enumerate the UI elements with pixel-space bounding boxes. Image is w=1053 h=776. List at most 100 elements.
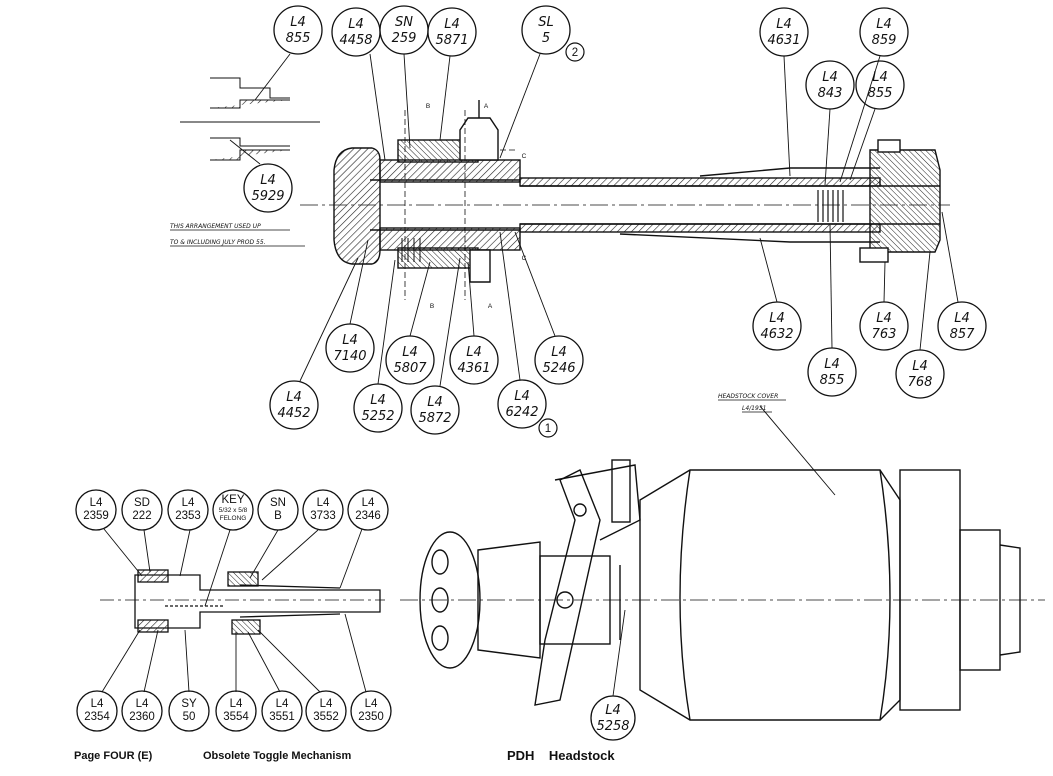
- svg-text:4632: 4632: [760, 327, 793, 342]
- svg-text:L4: L4: [230, 698, 243, 710]
- svg-text:4452: 4452: [277, 406, 310, 421]
- svg-text:50: 50: [183, 711, 196, 723]
- svg-text:4458: 4458: [339, 33, 372, 48]
- svg-text:7140: 7140: [333, 349, 366, 364]
- svg-text:2354: 2354: [84, 711, 110, 723]
- svg-text:L4: L4: [876, 17, 892, 32]
- svg-text:L4: L4: [551, 345, 567, 360]
- svg-text:THIS ARRANGEMENT USED UP: THIS ARRANGEMENT USED UP: [170, 223, 261, 230]
- callout: SNB: [257, 489, 299, 531]
- svg-text:L4: L4: [91, 698, 104, 710]
- svg-text:763: 763: [872, 327, 897, 342]
- svg-text:SL: SL: [538, 15, 554, 30]
- svg-text:L4: L4: [769, 311, 785, 326]
- svg-text:L4/1931: L4/1931: [742, 405, 766, 412]
- svg-text:SD: SD: [134, 497, 150, 509]
- svg-text:SN: SN: [270, 497, 286, 509]
- svg-text:3554: 3554: [223, 711, 249, 723]
- headstock-drawing: [400, 459, 1045, 721]
- leader-lines: [101, 528, 626, 697]
- svg-text:L4: L4: [444, 17, 460, 32]
- svg-text:L4: L4: [317, 497, 330, 509]
- svg-text:3733: 3733: [310, 510, 336, 522]
- svg-text:B: B: [426, 103, 430, 110]
- headstock-title: PDH Headstock: [507, 748, 615, 763]
- svg-text:2: 2: [572, 47, 578, 59]
- svg-text:L4: L4: [90, 497, 103, 509]
- svg-text:FELONG: FELONG: [220, 515, 247, 522]
- svg-text:L4: L4: [348, 17, 364, 32]
- svg-text:855: 855: [286, 31, 311, 46]
- svg-text:L4: L4: [136, 698, 149, 710]
- callout: SL5: [521, 5, 571, 55]
- svg-text:5872: 5872: [418, 411, 451, 426]
- svg-text:KEY: KEY: [221, 494, 244, 506]
- svg-text:859: 859: [872, 33, 897, 48]
- svg-text:5: 5: [542, 31, 550, 46]
- svg-text:SN: SN: [395, 15, 413, 30]
- svg-text:855: 855: [820, 373, 845, 388]
- small-callout: 1: [538, 418, 558, 438]
- svg-text:4631: 4631: [767, 33, 800, 48]
- svg-text:B: B: [274, 510, 282, 522]
- svg-text:3552: 3552: [313, 711, 339, 723]
- svg-text:L4: L4: [286, 390, 302, 405]
- svg-text:TO & INCLUDING JULY PROD 55.: TO & INCLUDING JULY PROD 55.: [170, 239, 266, 246]
- svg-text:1: 1: [545, 423, 551, 435]
- svg-text:5929: 5929: [251, 189, 284, 204]
- svg-text:L4: L4: [872, 70, 888, 85]
- svg-text:B: B: [430, 303, 434, 310]
- small-callout: 2: [565, 42, 585, 62]
- svg-text:L4: L4: [954, 311, 970, 326]
- section-marks: B A C C B A: [426, 103, 527, 310]
- svg-text:5807: 5807: [393, 361, 427, 376]
- svg-text:L4: L4: [402, 345, 418, 360]
- toggle-mechanism-title: Obsolete Toggle Mechanism: [203, 750, 352, 762]
- svg-text:857: 857: [950, 327, 976, 342]
- svg-text:855: 855: [868, 86, 893, 101]
- spindle-section-drawing: [180, 77, 950, 300]
- page-number: Page FOUR (E): [74, 750, 153, 762]
- svg-text:L4: L4: [276, 698, 289, 710]
- svg-text:L4: L4: [365, 698, 378, 710]
- svg-text:L4: L4: [824, 357, 840, 372]
- svg-text:L4: L4: [260, 173, 276, 188]
- svg-text:L4: L4: [466, 345, 482, 360]
- svg-text:A: A: [488, 303, 493, 310]
- svg-text:L4: L4: [342, 333, 358, 348]
- svg-text:4361: 4361: [457, 361, 490, 376]
- svg-text:L4: L4: [514, 389, 530, 404]
- svg-text:SY: SY: [181, 698, 197, 710]
- svg-text:2346: 2346: [355, 510, 381, 522]
- svg-text:2350: 2350: [358, 711, 384, 723]
- notes: THIS ARRANGEMENT USED UP TO & INCLUDING …: [170, 223, 786, 413]
- svg-text:5/32 x 5/8: 5/32 x 5/8: [219, 507, 248, 514]
- svg-text:2360: 2360: [129, 711, 155, 723]
- svg-text:5252: 5252: [361, 409, 394, 424]
